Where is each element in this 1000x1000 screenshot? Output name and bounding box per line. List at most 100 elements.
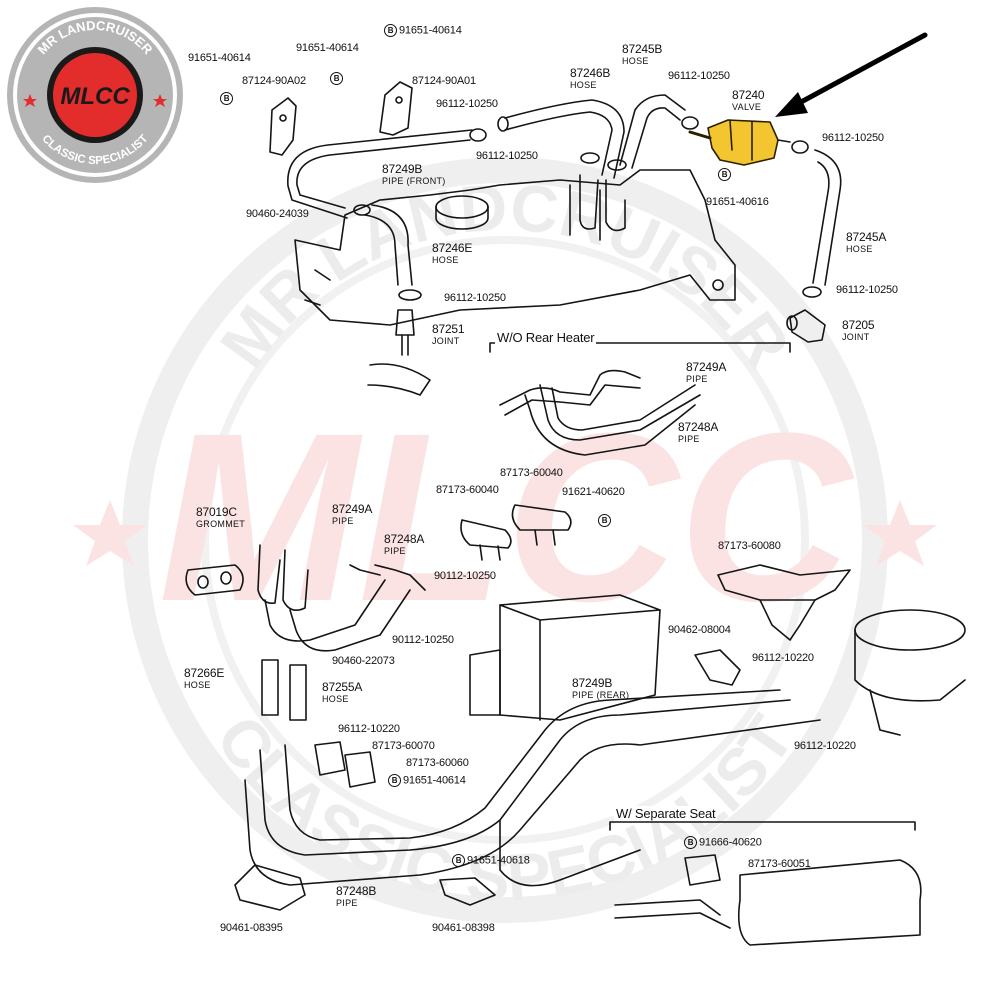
clamps bbox=[353, 116, 822, 301]
pipe-ubend bbox=[579, 174, 626, 232]
label-90460-24039: 90460-24039 bbox=[246, 208, 309, 220]
hose-87245a bbox=[812, 149, 842, 286]
label-pipe-rear: PIPE (REAR) bbox=[572, 690, 630, 700]
label-pipe: PIPE bbox=[336, 898, 358, 908]
label-87249a-top: 87249A bbox=[686, 360, 727, 374]
label-90112-10250-b: 90112-10250 bbox=[392, 634, 454, 646]
section-title-rear-heater: W/O Rear Heater bbox=[495, 330, 597, 345]
label-91621-40620: 91621-40620 bbox=[562, 486, 625, 498]
pipe-87249a-low bbox=[257, 544, 426, 652]
label-87249b-front: 87249B bbox=[382, 162, 423, 176]
label-96112-10220-a: 96112-10220 bbox=[752, 652, 814, 664]
bracket-87124-90a02 bbox=[269, 97, 297, 156]
watermark-star-right bbox=[863, 500, 937, 566]
label-91651-40614-mid: 91651-40614 bbox=[296, 42, 359, 54]
label-87249b-rear: 87249B bbox=[572, 676, 613, 690]
valve-87240 bbox=[688, 119, 791, 166]
label-pipe: PIPE bbox=[686, 374, 708, 384]
label-96112-10250-f: 96112-10250 bbox=[836, 284, 898, 296]
bolt-marker: B bbox=[598, 514, 613, 527]
label-87205: 87205 bbox=[842, 318, 875, 332]
label-pipe: PIPE bbox=[678, 434, 700, 444]
label-87173-60070: 87173-60070 bbox=[372, 740, 435, 752]
clips-87173-60070 bbox=[314, 741, 376, 788]
label-87240: 87240 bbox=[732, 88, 765, 102]
label-hose: HOSE bbox=[432, 255, 459, 265]
label-87248b: 87248B bbox=[336, 884, 377, 898]
label-87019c: 87019C bbox=[196, 505, 237, 519]
bracket-87124-90a01 bbox=[379, 81, 413, 136]
rear-heater-unit bbox=[854, 609, 966, 736]
sleeve-87173-60040 bbox=[460, 504, 572, 561]
label-87173-60051: 87173-60051 bbox=[748, 858, 811, 870]
pipe-front bbox=[287, 129, 473, 219]
label-87124-90a02: 87124-90A02 bbox=[242, 75, 306, 87]
heater-box bbox=[469, 594, 661, 721]
label-valve: VALVE bbox=[732, 102, 762, 112]
label-87245a: 87245A bbox=[846, 230, 887, 244]
label-hose: HOSE bbox=[322, 694, 349, 704]
label-96112-10250-e: 96112-10250 bbox=[444, 292, 506, 304]
label-96112-10220-c: 96112-10220 bbox=[338, 723, 400, 735]
label-joint: JOINT bbox=[432, 336, 460, 346]
label-87124-90a01: 87124-90A01 bbox=[412, 75, 476, 87]
hose-87246b bbox=[497, 99, 625, 179]
label-87173-60040-a: 87173-60040 bbox=[500, 467, 563, 479]
label-87173-60060: 87173-60060 bbox=[406, 757, 469, 769]
logo-badge: MLCC MR LANDCRUISER CLASSIC SPECIALIST bbox=[7, 7, 183, 183]
star-icon bbox=[23, 94, 37, 107]
clip-90462-08004 bbox=[694, 649, 741, 686]
bolt-marker: B bbox=[718, 168, 733, 181]
bolt-marker: B bbox=[220, 92, 235, 105]
bracket-87173-60080 bbox=[717, 564, 851, 641]
engine-block bbox=[294, 169, 736, 326]
label-hose: HOSE bbox=[622, 56, 649, 66]
label-96112-10250-d: 96112-10250 bbox=[822, 132, 884, 144]
label-90112-10250-a: 90112-10250 bbox=[434, 570, 496, 582]
star-icon bbox=[153, 94, 167, 107]
joint-87205 bbox=[786, 309, 826, 343]
section-title-separate-seat: W/ Separate Seat bbox=[614, 806, 718, 821]
label-87173-60040-b: 87173-60040 bbox=[436, 484, 499, 496]
logo-mark: MLCC bbox=[60, 83, 130, 110]
label-hose: HOSE bbox=[184, 680, 211, 690]
label-pipe-front: PIPE (FRONT) bbox=[382, 176, 446, 186]
joint-87251 bbox=[367, 309, 431, 396]
label-91651-40616: 91651-40616 bbox=[706, 196, 769, 208]
label-90460-22073: 90460-22073 bbox=[332, 655, 395, 667]
label-87245b: 87245B bbox=[622, 42, 663, 56]
label-87266e: 87266E bbox=[184, 666, 225, 680]
label-91651-40614-left: 91651-40614 bbox=[188, 52, 251, 64]
label-hose: HOSE bbox=[846, 244, 873, 254]
label-90461-08398: 90461-08398 bbox=[432, 922, 495, 934]
label-87251: 87251 bbox=[432, 322, 465, 336]
label-87249a-low: 87249A bbox=[332, 502, 373, 516]
hose-87266e-87255a bbox=[261, 659, 307, 721]
label-90462-08004: 90462-08004 bbox=[668, 624, 731, 636]
label-87246e: 87246E bbox=[432, 241, 473, 255]
label-87255a: 87255A bbox=[322, 680, 363, 694]
watermark-mark: MLCC bbox=[158, 383, 855, 651]
label-96112-10220-b: 96112-10220 bbox=[794, 740, 856, 752]
label-grommet: GROMMET bbox=[196, 519, 246, 529]
label-96112-10250-b: 96112-10250 bbox=[476, 150, 538, 162]
label-pipe: PIPE bbox=[332, 516, 354, 526]
label-90461-08395: 90461-08395 bbox=[220, 922, 283, 934]
label-87248a-low: 87248A bbox=[384, 532, 425, 546]
separate-seat-unit bbox=[614, 854, 922, 946]
hose-87246e bbox=[364, 204, 413, 286]
section-bracket-rear-heater bbox=[489, 342, 791, 353]
label-96112-10250-a: 96112-10250 bbox=[436, 98, 498, 110]
label-87248a-top: 87248A bbox=[678, 420, 719, 434]
label-87173-60080: 87173-60080 bbox=[718, 540, 781, 552]
section-bracket-separate-seat bbox=[609, 821, 916, 831]
bolt-marker: B bbox=[330, 72, 345, 85]
pipe-rear-runs bbox=[244, 689, 821, 887]
label-96112-10250-c: 96112-10250 bbox=[668, 70, 730, 82]
bracket-90461-08398 bbox=[439, 877, 496, 906]
